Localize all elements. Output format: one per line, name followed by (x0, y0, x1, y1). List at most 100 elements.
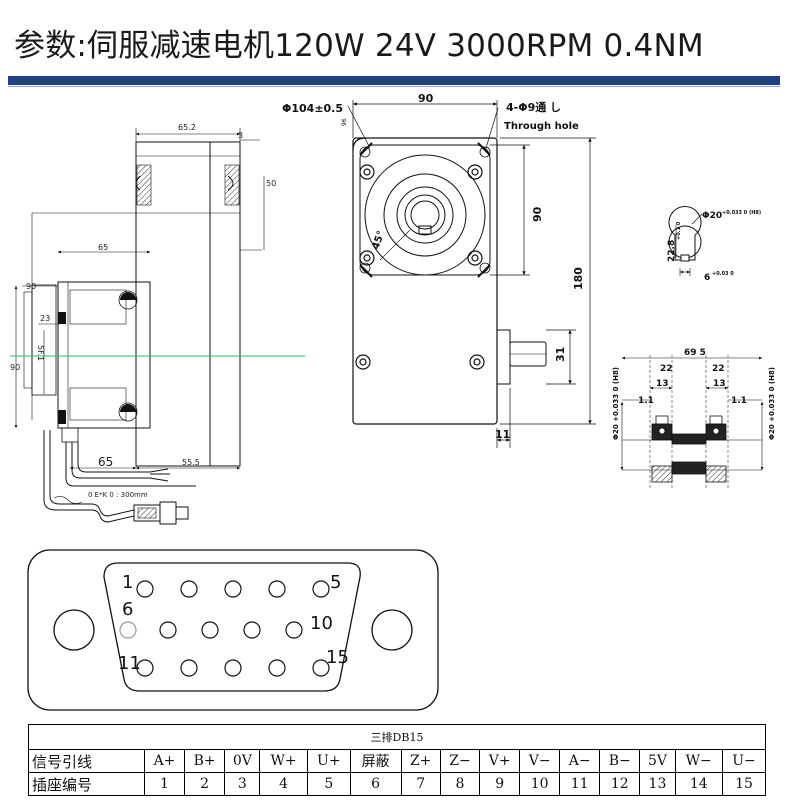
pin-table-header: 三排DB15 (28, 724, 766, 750)
title-rule-thin (8, 86, 780, 87)
title-rule (8, 76, 780, 85)
pin-label-11: 11 (118, 653, 141, 674)
pin-8 (201, 621, 219, 639)
pin-11 (136, 659, 154, 677)
cable-note: 0 E*K 0 : 300mm (88, 491, 148, 499)
signal-cell: W− (674, 749, 723, 773)
coupling-dim-1-1-b: 1.1 (731, 396, 747, 406)
signal-cell: 屏蔽 (349, 749, 402, 773)
dim-90-top: 90 (418, 92, 434, 105)
pin-12 (180, 659, 198, 677)
shaft-dim-6: 6 (704, 273, 710, 283)
pin-5 (312, 580, 330, 598)
pin-table: 三排DB15 信号引线 A+ B+ 0V W+ U+ 屏蔽 Z+ Z− V+ V… (28, 724, 767, 796)
coupling-dim-1-1-a: 1.1 (638, 396, 654, 406)
coupling-dim-69-5: 69 5 (684, 348, 706, 358)
signal-cell: A+ (144, 749, 185, 773)
signal-cell: B− (599, 749, 641, 773)
pin-4 (268, 580, 286, 598)
pin-10 (285, 621, 303, 639)
signal-cell: Z− (439, 749, 481, 773)
pin-row-2 (119, 621, 303, 639)
front-view-dims (347, 100, 596, 448)
dim-96: 96 (341, 118, 348, 126)
signal-cell: Z+ (400, 749, 441, 773)
number-cell: 3 (224, 772, 261, 796)
dim-90-mid: 90 (531, 206, 544, 222)
number-row: 插座编号 1 2 3 4 5 6 7 8 9 10 11 12 13 14 15 (28, 772, 767, 796)
signal-cell: U+ (306, 749, 351, 773)
number-cell: 2 (183, 772, 226, 796)
front-view-labels: Φ104±0.5 90 4-Φ9通 し Through hole 96 90 4… (282, 92, 585, 441)
pin-7 (159, 621, 177, 639)
side-view-dims: 65.2 3 50 65 90 23 90 5F.1 65 55.5 0 E*K… (10, 123, 276, 499)
coupling-dim-13-a: 13 (656, 379, 669, 389)
shaft-dim-22-8: 22.8 (667, 240, 677, 262)
signal-row-label: 信号引线 (28, 749, 145, 773)
pin-labels: 1 5 6 10 11 15 (118, 572, 349, 674)
dim-3: 3 (238, 131, 243, 140)
coupling-phi20-right: Φ20 +0.033 0 (H8) (768, 367, 776, 440)
mount-hole-left (53, 609, 95, 651)
dim-90-side: 90 (10, 363, 20, 372)
signal-row: 信号引线 A+ B+ 0V W+ U+ 屏蔽 Z+ Z− V+ V− A− B−… (28, 749, 767, 773)
coupling-phi20-left: Φ20 +0.033 0 (H8) (612, 367, 620, 440)
pin-label-15: 15 (326, 647, 349, 668)
number-cell: 9 (479, 772, 521, 796)
number-cell: 7 (400, 772, 441, 796)
db15-connector: 1 5 6 10 11 15 (27, 549, 439, 711)
pin-label-5: 5 (330, 572, 341, 593)
signal-cell: V− (519, 749, 561, 773)
pin-13 (224, 659, 242, 677)
coupling-dim-13-b: 13 (713, 379, 726, 389)
dim-65-bottom: 65 (98, 455, 113, 469)
dim-65-2: 65.2 (178, 123, 196, 132)
number-row-label: 插座编号 (28, 772, 145, 796)
coupling-detail-labels: 69 5 22 22 13 13 1.1 1.1 Φ20 +0.033 0 (H… (612, 348, 776, 440)
dim-5f: 5F.1 (36, 345, 45, 361)
dim-31: 31 (554, 347, 567, 362)
shaft-phi20-tol: +0.033 0 (H8) (722, 210, 761, 216)
connector-shell (103, 562, 361, 692)
hole-label: 4-Φ9通 し (506, 101, 561, 114)
dim-23: 23 (40, 314, 50, 323)
shaft-dim-22-8-tol: +0.1 0 (676, 221, 682, 240)
dim-65-top: 65 (98, 243, 108, 252)
pin-9 (243, 621, 261, 639)
pin-label-6: 6 (122, 599, 133, 620)
number-cell: 5 (306, 772, 351, 796)
coupling-detail (620, 355, 764, 490)
number-cell: 10 (519, 772, 561, 796)
number-cell: 4 (259, 772, 308, 796)
side-view (10, 128, 305, 525)
signal-cell: 5V (639, 749, 676, 773)
dim-55-5: 55.5 (182, 458, 200, 467)
shaft-phi20: Φ20 (702, 211, 722, 221)
number-cell: 13 (639, 772, 676, 796)
number-cell: 15 (721, 772, 767, 796)
connector-outline (27, 549, 439, 711)
number-cell: 6 (349, 772, 402, 796)
technical-drawing: 65.2 3 50 65 90 23 90 5F.1 65 55.5 0 E*K… (10, 92, 776, 525)
pin-15 (312, 659, 330, 677)
shaft-dim-6-tol: +0.03 0 (712, 271, 734, 277)
dim-phi104: Φ104±0.5 (282, 102, 343, 115)
dim-90-left: 90 (26, 282, 36, 291)
through-hole-label: Through hole (504, 121, 579, 132)
dim-11: 11 (495, 428, 510, 441)
angle-45: 45° (370, 229, 387, 251)
coupling-dim-22-b: 22 (712, 364, 725, 374)
signal-cell: B+ (183, 749, 226, 773)
signal-cell: A− (559, 749, 601, 773)
pin-row-1 (136, 580, 330, 598)
pin-row-3 (136, 659, 330, 677)
mount-hole-right (371, 609, 413, 651)
number-cell: 14 (674, 772, 723, 796)
signal-cell: U− (721, 749, 767, 773)
shaft-detail-labels: Φ20 +0.033 0 (H8) 22.8 +0.1 0 6 +0.03 0 (667, 210, 761, 283)
coupling-dim-22-a: 22 (660, 364, 673, 374)
number-cell: 12 (599, 772, 641, 796)
signal-cell: V+ (479, 749, 521, 773)
pin-2 (180, 580, 198, 598)
number-cell: 1 (144, 772, 185, 796)
